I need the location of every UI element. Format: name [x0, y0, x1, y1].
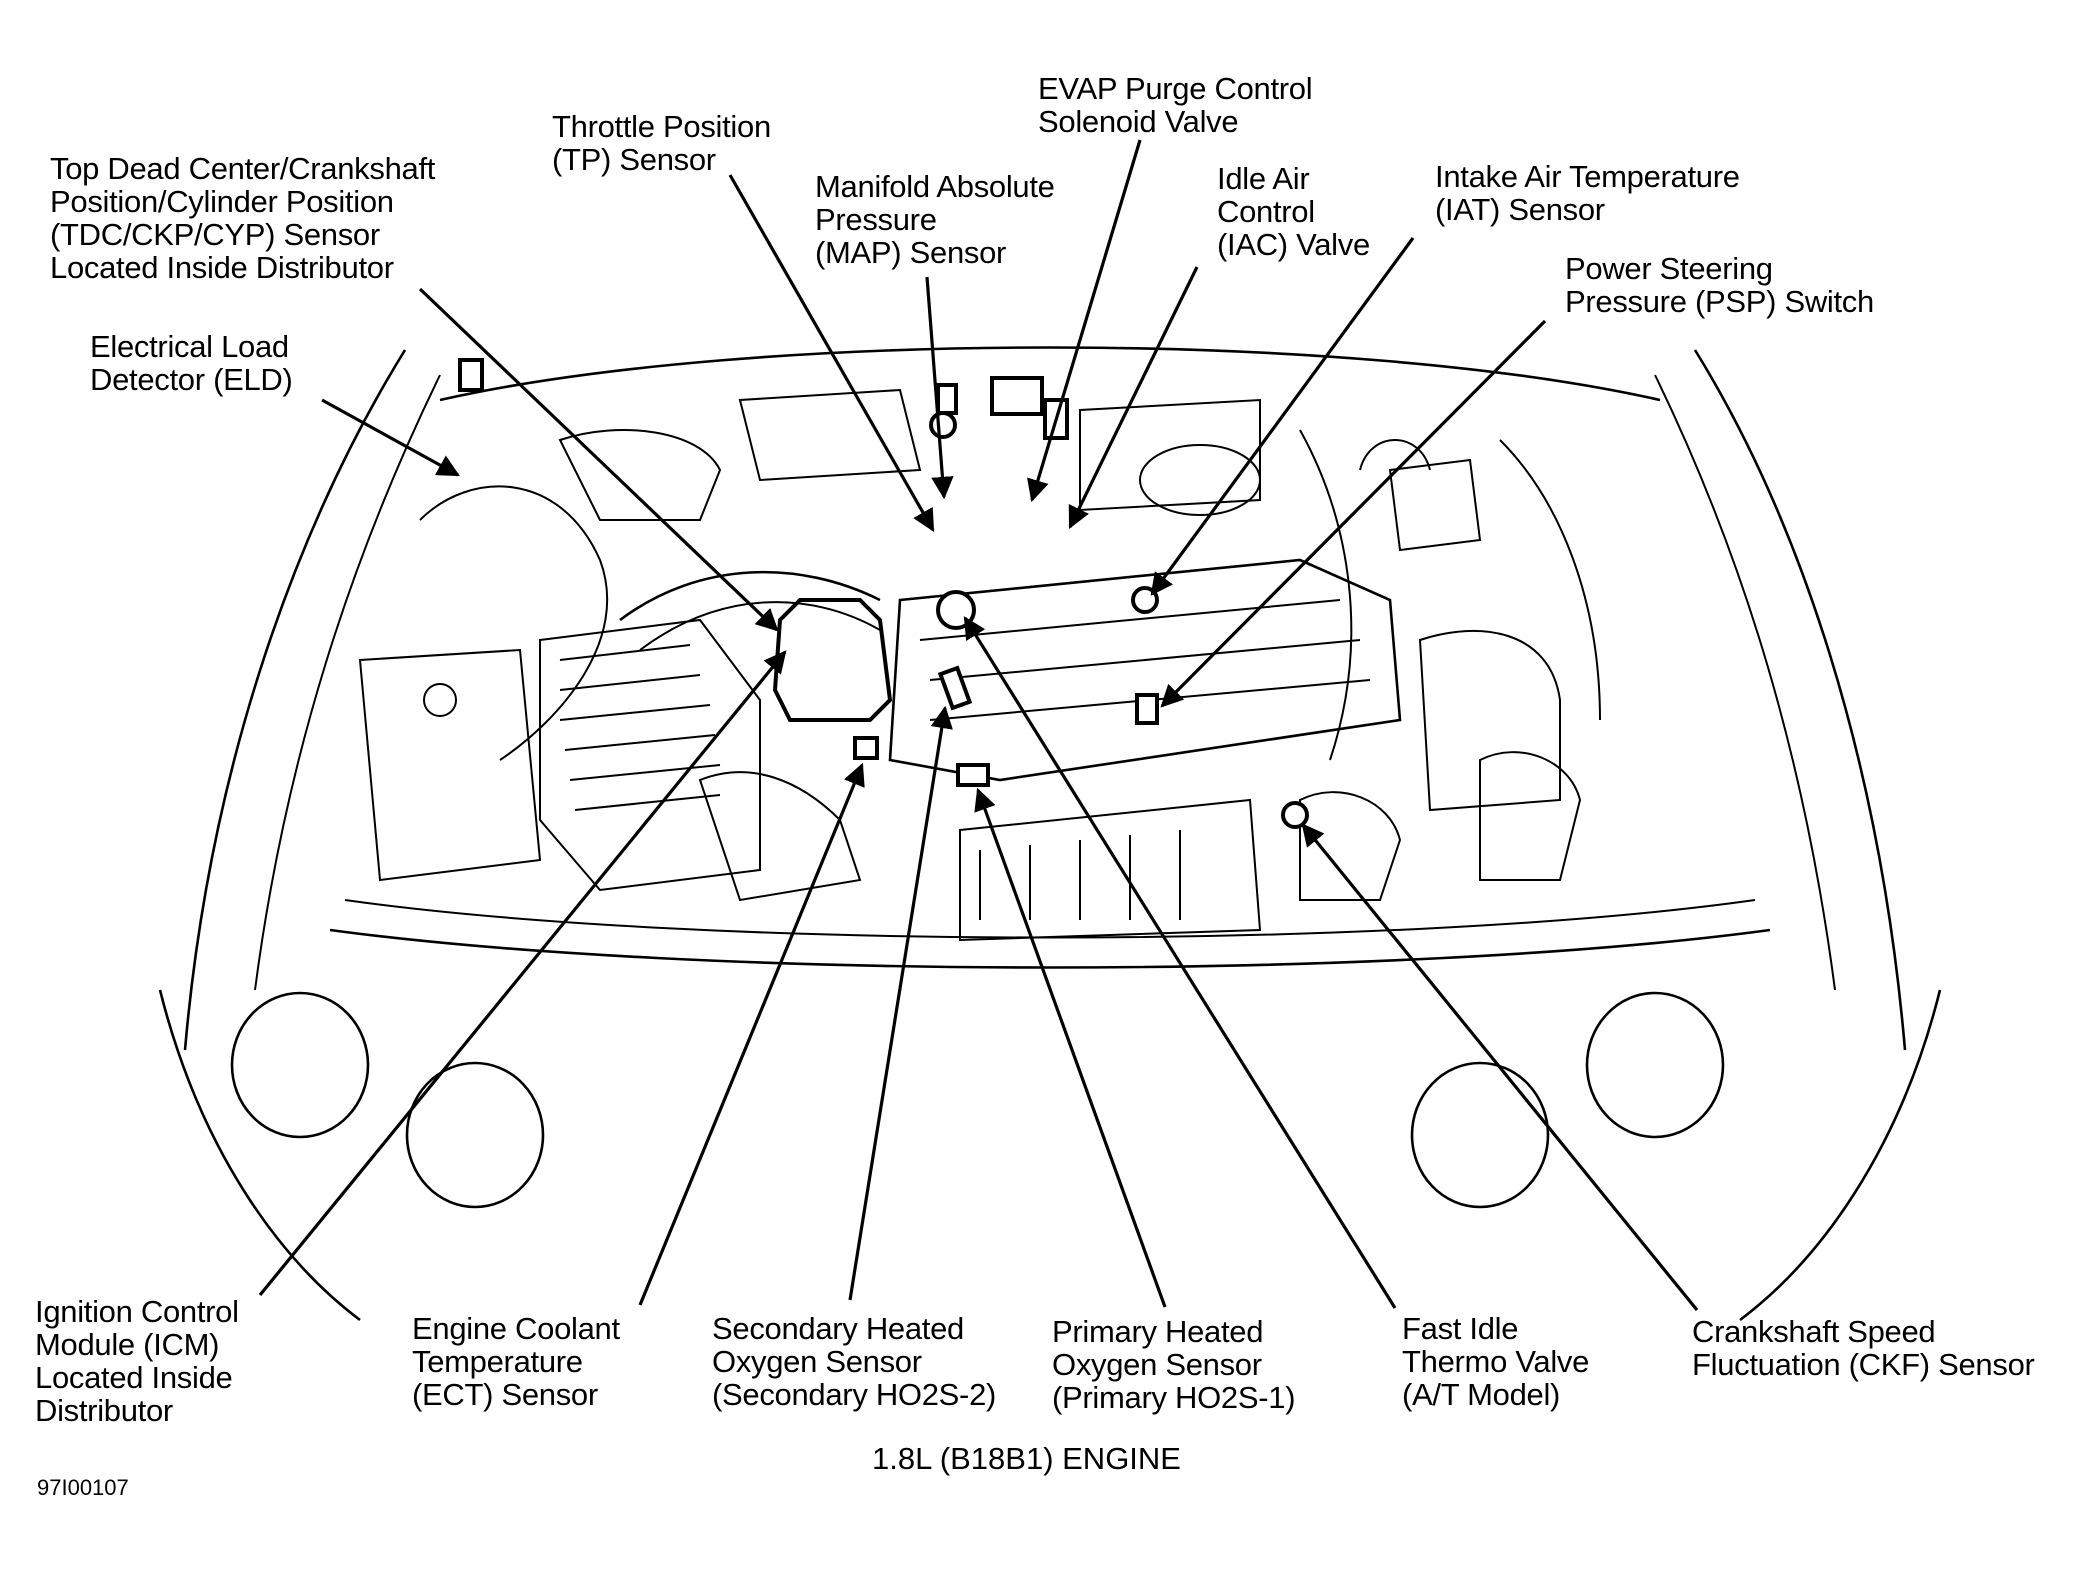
car-body-outline — [158, 346, 1942, 1322]
ho2s-1-part — [956, 763, 990, 787]
right-outer-headlamp — [1585, 991, 1725, 1139]
leader-ho2s-2 — [848, 705, 953, 1301]
map-sensor-part — [936, 383, 958, 415]
callout-psp-switch: Power Steering Pressure (PSP) Switch — [1565, 251, 1874, 319]
leader-ect — [638, 762, 865, 1306]
psp-switch-part — [1135, 693, 1159, 725]
headlamps — [230, 991, 1725, 1209]
callout-tdc-ckp-cyp-sensor: Top Dead Center/Crankshaft Position/Cyli… — [50, 151, 436, 285]
leader-iat — [1150, 237, 1415, 596]
tp-sensor-part — [929, 411, 957, 439]
engine-line-art — [358, 388, 1601, 942]
ect-sensor-part — [853, 736, 879, 760]
left-inner-headlamp — [405, 1061, 545, 1209]
leader-tp — [728, 174, 935, 532]
callout-eld: Electrical Load Detector (ELD) — [90, 329, 293, 397]
callout-ckf-sensor: Crankshaft Speed Fluctuation (CKF) Senso… — [1692, 1314, 2035, 1382]
leader-lines — [258, 139, 1699, 1312]
callout-primary-ho2s: Primary Heated Oxygen Sensor (Primary HO… — [1052, 1314, 1296, 1415]
callout-fast-idle-thermo-valve: Fast Idle Thermo Valve (A/T Model) — [1402, 1311, 1590, 1412]
eld-part — [458, 358, 484, 392]
sensor-parts — [458, 358, 1309, 829]
leader-fitv — [963, 616, 1397, 1309]
ho2s-2-part — [937, 665, 973, 711]
callout-icm: Ignition Control Module (ICM) Located In… — [35, 1294, 239, 1428]
leader-evap — [1027, 139, 1142, 503]
callout-ect-sensor: Engine Coolant Temperature (ECT) Sensor — [412, 1311, 620, 1412]
leader-tdc — [418, 287, 779, 632]
leader-ho2s-1 — [974, 787, 1167, 1308]
leader-eld — [321, 398, 460, 477]
ckf-sensor-part — [1281, 801, 1309, 829]
leader-map — [925, 276, 954, 500]
callout-iat-sensor: Intake Air Temperature (IAT) Sensor — [1435, 159, 1740, 227]
callout-evap-purge-valve: EVAP Purge Control Solenoid Valve — [1038, 71, 1313, 139]
figure-code: 97I00107 — [37, 1475, 129, 1500]
leader-icm — [258, 650, 787, 1297]
diagram-caption: 1.8L (B18B1) ENGINE — [872, 1441, 1181, 1476]
callout-tp-sensor: Throttle Position (TP) Sensor — [552, 109, 771, 177]
leader-psp — [1160, 319, 1547, 708]
left-outer-headlamp — [230, 991, 370, 1139]
callout-iac-valve: Idle Air Control (IAC) Valve — [1217, 161, 1370, 262]
leader-iac — [1068, 266, 1199, 530]
callout-secondary-ho2s: Secondary Heated Oxygen Sensor (Secondar… — [712, 1311, 997, 1412]
callout-map-sensor: Manifold Absolute Pressure (MAP) Sensor — [815, 169, 1055, 270]
right-inner-headlamp — [1410, 1061, 1550, 1209]
leader-ckf — [1301, 823, 1699, 1312]
evap-valve-part — [990, 376, 1044, 416]
